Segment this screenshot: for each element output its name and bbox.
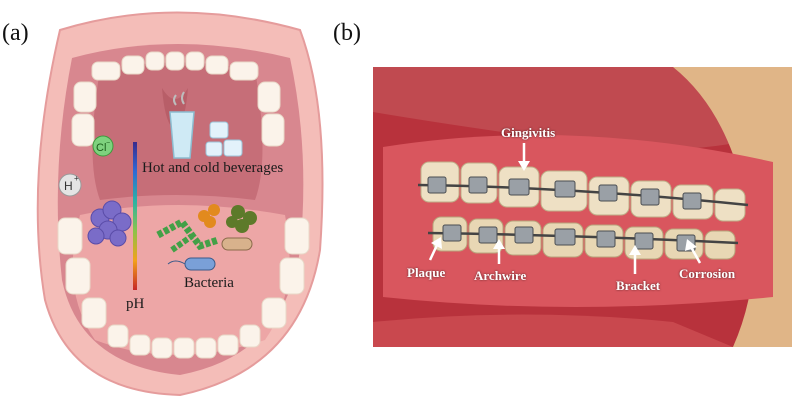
mouth-svg: Cl − H + [36,11,324,397]
hydrogen-text: H [64,179,73,193]
ice-cubes-icon [205,121,243,157]
bracket-label: Bracket [616,278,661,293]
plaque-label: Plaque [407,265,446,280]
archwire-label: Archwire [474,268,527,283]
panel-a-label: (a) [2,20,29,46]
gingivitis-label: Gingivitis [501,125,556,140]
annotation-arrows [428,143,702,274]
lower-teeth [57,217,310,359]
skin-lower [373,314,733,347]
upper-teeth [71,51,285,147]
chloride-charge: − [106,140,110,147]
hydrogen-ion-icon: H + [58,173,82,197]
braces-photo-svg [373,67,792,347]
upper-archwire [417,183,749,207]
bacteria-label: Bacteria [184,275,234,291]
ph-label: pH [126,296,145,312]
ph-scale-bar [133,142,137,290]
chloride-ion-icon: Cl − [92,135,114,157]
water-glass-icon [169,91,195,159]
protein-icon [87,200,132,247]
panel-a-mouth-illustration: Cl − H + [0,0,345,405]
panel-b-braces-photo: Gingivitis Plaque Archwire Bracket Corro… [373,67,792,347]
bacteria-cluster-icon [156,204,257,271]
upper-lip [373,67,792,150]
corrosion-label: Corrosion [679,266,736,281]
panel-b-label: (b) [333,20,361,46]
brackets [427,176,702,252]
beverages-label: Hot and cold beverages [142,160,284,176]
chloride-text: Cl [96,142,106,154]
hydrogen-charge: + [74,174,79,183]
lower-archwire [427,231,739,245]
